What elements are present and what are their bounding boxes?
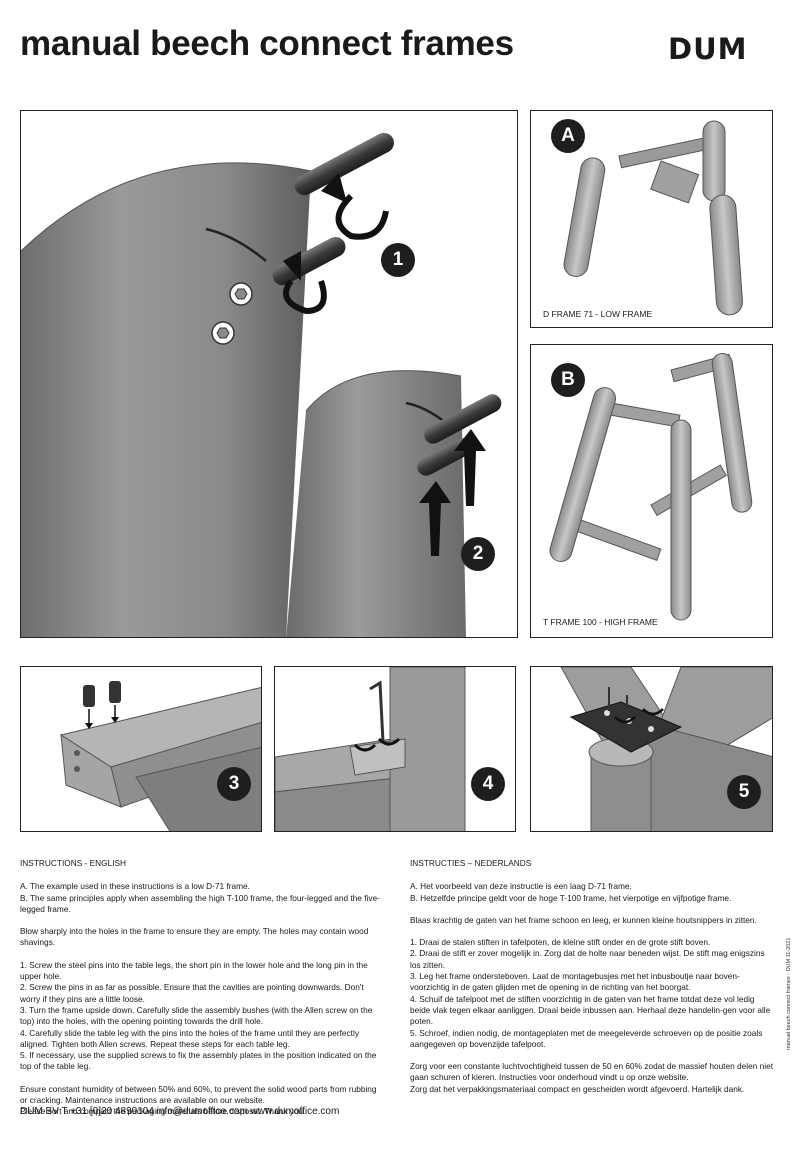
step-2-badge: 2: [461, 537, 495, 571]
english-care: Ensure constant humidity of between 50% …: [20, 1084, 385, 1118]
dutch-step-2: 2. Draai de stift er zover mogelijk in. …: [410, 948, 765, 970]
english-humidity: Ensure constant humidity of between 50% …: [20, 1083, 377, 1106]
panel-b-caption: T FRAME 100 - HIGH FRAME: [543, 617, 658, 627]
dutch-step-1: 1. Draai de stalen stiften in tafelpoten…: [410, 937, 711, 948]
dutch-intro-a: A. Het voorbeeld van deze instructie is …: [410, 881, 632, 892]
english-intro: A. The example used in these instruction…: [20, 881, 385, 915]
assembly-plate-illustration: [560, 667, 772, 831]
english-step-1: 1. Screw the steel pins into the table l…: [20, 959, 368, 982]
panel-step-5: 5: [530, 666, 773, 832]
english-intro-a: A. The example used in these instruction…: [20, 881, 250, 892]
allen-key-illustration: [275, 667, 466, 831]
dutch-intro: A. Het voorbeeld van deze instructie is …: [410, 881, 775, 904]
english-steps: 1. Screw the steel pins into the table l…: [20, 960, 385, 1073]
panel-a-caption: D FRAME 71 - LOW FRAME: [543, 309, 653, 319]
dutch-blow: Blaas krachtig de gaten van het frame sc…: [410, 914, 757, 925]
panel-b-badge: B: [551, 363, 585, 397]
english-heading: INSTRUCTIONS - ENGLISH: [20, 858, 127, 868]
english-sort: Please sort and compact the packaging ma…: [20, 1106, 306, 1117]
english-step-5: 5. If necessary, use the supplied screws…: [20, 1050, 377, 1072]
step-4-badge: 4: [471, 767, 505, 801]
dutch-sort: Zorg dat het verpakkingsmateriaal compac…: [410, 1083, 745, 1094]
dutch-care: Zorg voor een constante luchtvochtigheid…: [410, 1061, 775, 1095]
step-1-badge: 1: [381, 243, 415, 277]
frame-bushes-illustration: [59, 681, 261, 831]
panel-a-low-frame: A D FRAME 71 - LOW FRAME: [530, 110, 773, 328]
english-step-4: 4. Carefully slide the table leg with th…: [20, 1027, 359, 1049]
instructions-english: INSTRUCTIONS - ENGLISH A. The example us…: [20, 858, 385, 1129]
english-step-3: 3. Turn the frame upside down. Carefully…: [20, 1004, 373, 1027]
panel-step-4: 4: [274, 666, 516, 832]
english-step-2: 2. Screw the pins in as far as possible.…: [20, 982, 364, 1004]
footer-contact: DUM BV T +31 [0]20 4890104 info@dumoffic…: [20, 1106, 340, 1117]
dutch-heading: INSTRUCTIES – NEDERLANDS: [410, 858, 532, 868]
step-3-badge: 3: [217, 767, 251, 801]
dutch-step-5: 5. Schroef, indien nodig, de montageplat…: [410, 1027, 763, 1049]
dutch-step-3: 3. Leg het frame ondersteboven. Laat de …: [410, 971, 740, 993]
step-5-badge: 5: [727, 775, 761, 809]
panel-b-high-frame: B T FRAME 100 - HIGH FRAME: [530, 344, 773, 638]
leg-pin-illustration: [21, 132, 502, 637]
panel-a-badge: A: [551, 119, 585, 153]
page-title: manual beech connect frames: [20, 24, 514, 63]
d-frame-illustration: [563, 120, 743, 316]
english-intro-b: B. The same principles apply when assemb…: [20, 892, 380, 914]
side-note: manual beech connect frames - DUM 11-202…: [786, 937, 792, 1050]
dutch-steps: 1. Draai de stalen stiften in tafelpoten…: [410, 937, 775, 1050]
panel-steps-1-2: 1 2: [20, 110, 518, 638]
dutch-intro-b: B. Hetzelfde principe geldt voor de hoge…: [410, 892, 732, 903]
instructions-dutch: INSTRUCTIES – NEDERLANDS A. Het voorbeel…: [410, 858, 775, 1106]
dutch-humidity: Zorg voor een constante luchtvochtigheid…: [410, 1061, 774, 1083]
english-blow: Blow sharply into the holes in the frame…: [20, 926, 369, 948]
panel-step-3: 3: [20, 666, 262, 832]
t-frame-illustration: [549, 353, 753, 621]
dutch-step-4: 4. Schuif de tafelpoot met de stiften vo…: [410, 993, 771, 1027]
brand-logo: DUM: [668, 32, 748, 66]
